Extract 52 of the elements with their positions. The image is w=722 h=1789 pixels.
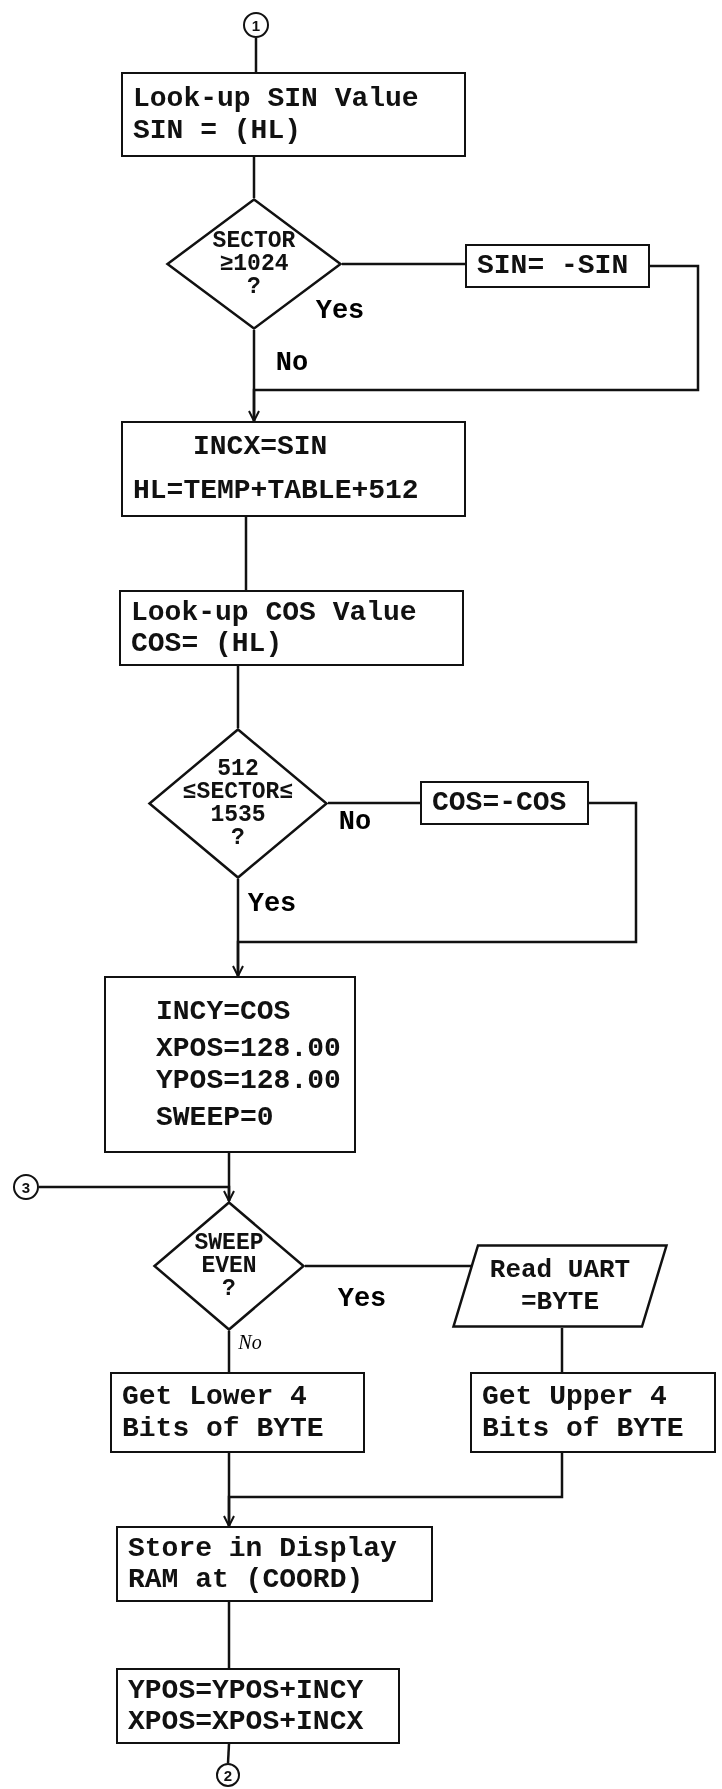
connector-circle — [243, 12, 269, 38]
process-box — [470, 1372, 716, 1453]
input-parallelogram — [452, 1244, 668, 1328]
step-text: INCY=COS — [156, 995, 291, 1028]
step-text: 1 — [251, 17, 261, 33]
step-text: YPOS=YPOS+INCY XPOS=XPOS+INCX — [128, 1674, 365, 1738]
arrow — [223, 1453, 564, 1527]
step-text: 3 — [21, 1179, 31, 1195]
process-box — [465, 244, 650, 288]
step-text: Store in Display RAM at (COORD) — [128, 1532, 398, 1596]
connector-line — [227, 1331, 231, 1372]
step-text: SECTOR ≥1024 ? — [211, 229, 297, 299]
process-box — [121, 421, 466, 517]
connector-line — [236, 666, 240, 728]
connector-line — [328, 801, 420, 805]
step-text: Look-up COS Value COS= (HL) — [131, 596, 418, 660]
step-text: HL=TEMP+TABLE+512 — [133, 475, 419, 507]
step-text: SWEEP EVEN ? — [193, 1231, 265, 1301]
process-box — [110, 1372, 365, 1453]
step-text: Get Upper 4 Bits of BYTE — [482, 1381, 685, 1444]
connector-line — [560, 1328, 564, 1372]
step-text: COS=-COS — [432, 787, 567, 819]
process-box — [104, 976, 356, 1153]
arrow — [248, 264, 700, 422]
step-text: Look-up SIN Value SIN = (HL) — [133, 83, 420, 146]
step-text: 512 ≤SECTOR≤ 1535 ? — [181, 757, 295, 850]
process-box — [420, 781, 589, 825]
connector-circle — [13, 1174, 39, 1200]
connector-line — [252, 330, 256, 421]
step-text: 2 — [223, 1767, 233, 1783]
connector-line — [305, 1264, 472, 1268]
process-box — [116, 1668, 400, 1744]
process-box — [119, 590, 464, 666]
step-text: INCX=SIN — [193, 431, 328, 463]
step-text: XPOS=128.00 YPOS=128.00 — [156, 1033, 342, 1096]
decision-diamond — [153, 1201, 305, 1331]
connector-line — [244, 517, 248, 590]
step-text: Read UART =BYTE — [488, 1253, 632, 1319]
connector-line — [226, 1743, 231, 1764]
step-text: SWEEP=0 — [156, 1101, 274, 1134]
connector-line — [342, 262, 465, 266]
connector-line — [254, 38, 258, 72]
connector-line — [227, 1602, 231, 1668]
connector-circle — [216, 1763, 240, 1787]
arrow — [39, 1185, 235, 1202]
step-text: Get Lower 4 Bits of BYTE — [122, 1381, 325, 1444]
arrow — [232, 801, 638, 977]
connector-line — [252, 157, 256, 198]
process-box — [116, 1526, 433, 1602]
decision-diamond — [148, 728, 328, 879]
process-box — [121, 72, 466, 157]
step-text: SIN= -SIN — [477, 250, 629, 282]
